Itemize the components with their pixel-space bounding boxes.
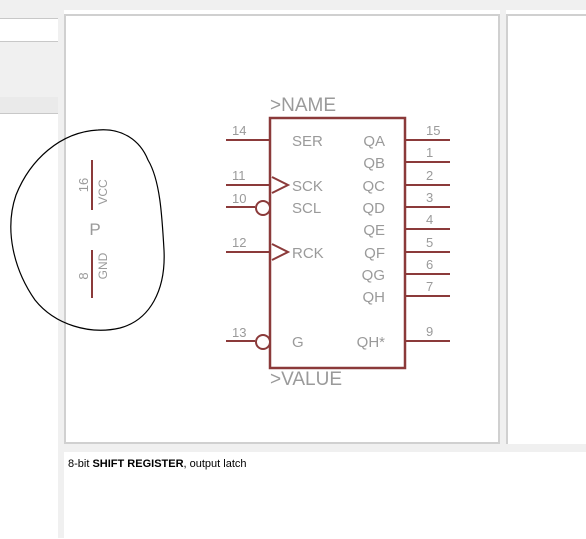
- power-symbol: 16 VCC P 8 GND: [76, 160, 110, 298]
- left-panel-tab[interactable]: [0, 97, 58, 114]
- pin-name: RCK: [292, 245, 324, 262]
- pin-name: QH*: [357, 334, 386, 351]
- description-prefix: 8-bit: [68, 458, 93, 470]
- clock-marker: [271, 176, 291, 194]
- inversion-bubble: [255, 200, 271, 216]
- pin-name: QE: [363, 222, 385, 239]
- chip-value-label: >VALUE: [270, 369, 342, 390]
- chip-symbol: >NAME >VALUE 14 SER 11 SCK 10 SCL 12 RCK: [226, 95, 450, 390]
- pin-name: SCK: [292, 178, 323, 195]
- left-panel-header: [0, 18, 58, 42]
- pin-name: SCL: [292, 200, 321, 217]
- pin-name: QC: [363, 178, 386, 195]
- pin-name: QD: [363, 200, 386, 217]
- pin-number: 14: [232, 123, 246, 138]
- pin-name: QH: [363, 289, 386, 306]
- hand-drawn-circle-annotation: [10, 129, 165, 331]
- left-pin-ser: 14 SER: [226, 123, 323, 150]
- right-pin-qf: 5 QF: [364, 235, 450, 262]
- pin-number: 6: [426, 257, 433, 272]
- horizontal-splitter[interactable]: [64, 444, 586, 452]
- right-splitter[interactable]: [500, 10, 506, 450]
- pin-number: 9: [426, 324, 433, 339]
- description-panel: 8-bit SHIFT REGISTER, output latch: [66, 452, 586, 538]
- pin-number: 3: [426, 190, 433, 205]
- right-pin-qd: 3 QD: [363, 190, 450, 217]
- power-symbol-label: P: [89, 220, 100, 239]
- right-pin-qh: 7 QH: [363, 279, 450, 306]
- left-pin-scl: 10 SCL: [226, 191, 321, 217]
- pin-number: 11: [232, 168, 246, 183]
- vcc-pin-number: 16: [76, 178, 91, 192]
- description-bold: SHIFT REGISTER: [92, 458, 184, 470]
- chip-body: [268, 116, 407, 370]
- pin-name: QF: [364, 245, 385, 262]
- gnd-pin-number: 8: [76, 272, 91, 279]
- description-text: 8-bit SHIFT REGISTER, output latch: [68, 458, 247, 470]
- pin-number: 7: [426, 279, 433, 294]
- right-pin-qh-star: 9 QH*: [357, 324, 450, 351]
- pin-number: 2: [426, 168, 433, 183]
- pin-name: QG: [362, 267, 385, 284]
- pin-name: SER: [292, 133, 323, 150]
- pin-number: 15: [426, 123, 440, 138]
- right-pin-qb: 1 QB: [363, 145, 450, 172]
- pin-number: 13: [232, 325, 246, 340]
- right-pin-qa: 15 QA: [363, 123, 450, 150]
- right-pin-qg: 6 QG: [362, 257, 450, 284]
- gnd-pin-name: GND: [96, 252, 110, 279]
- left-pin-g: 13 G: [226, 325, 304, 351]
- pin-number: 10: [232, 191, 246, 206]
- right-pin-qc: 2 QC: [363, 168, 450, 195]
- chip-name-label: >NAME: [270, 95, 336, 116]
- left-pin-rck: 12 RCK: [226, 235, 324, 262]
- pin-name: G: [292, 334, 304, 351]
- vertical-splitter[interactable]: [58, 10, 64, 538]
- clock-marker: [271, 243, 291, 261]
- package-preview-canvas[interactable]: [506, 14, 586, 444]
- inversion-bubble: [255, 334, 271, 350]
- pin-number: 4: [426, 212, 433, 227]
- left-pin-sck: 11 SCK: [226, 168, 323, 195]
- pin-number: 1: [426, 145, 433, 160]
- top-toolbar: [0, 0, 586, 10]
- vcc-pin-name: VCC: [96, 179, 110, 205]
- pin-number: 12: [232, 235, 246, 250]
- pin-name: QA: [363, 133, 385, 150]
- pin-name: QB: [363, 155, 385, 172]
- description-suffix: , output latch: [183, 458, 247, 470]
- right-pin-qe: 4 QE: [363, 212, 450, 239]
- pin-number: 5: [426, 235, 433, 250]
